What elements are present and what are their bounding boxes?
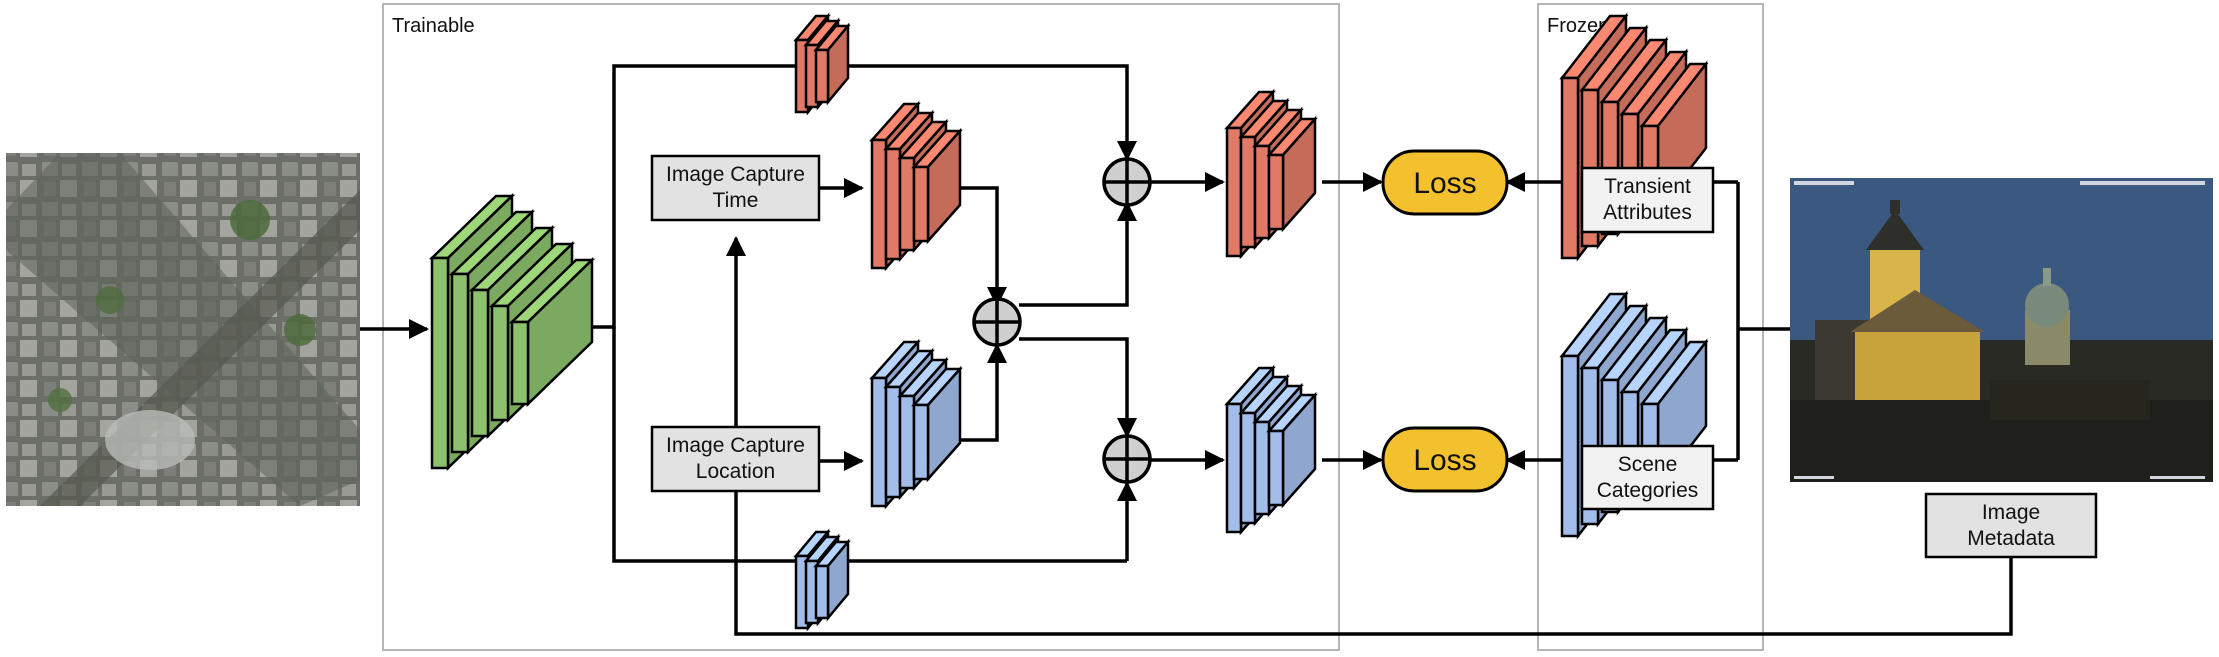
metadata-line2: Metadata [1967,527,2055,550]
layer-stacks [428,12,1709,632]
metadata-box: Image Metadata [1924,492,2098,559]
sum-node-middle [972,297,1022,347]
loss-node-top: Loss [1381,149,1509,216]
capture-time-box: Image Capture Time [650,154,821,222]
trainable-label: Trainable [392,15,475,37]
transient-line2: Attributes [1603,201,1692,224]
blue-stack-bottom-small [793,528,851,632]
metadata-line1: Image [1982,501,2040,524]
capture-time-line2: Time [713,189,759,212]
loss-label-bottom: Loss [1413,444,1476,477]
blue-stack-location [869,338,963,510]
capture-location-line1: Image Capture [666,434,805,457]
blue-stack-output [1224,364,1318,536]
encoder-stack-green [428,193,596,471]
scene-line1: Scene [1618,453,1678,476]
sum-node-bottom [1102,434,1152,484]
connectors [360,64,2013,636]
red-stack-top-small [793,12,851,116]
loss-node-bottom: Loss [1381,426,1509,493]
transient-attributes-box: Transient Attributes [1580,166,1715,234]
ground-image [1790,178,2213,482]
scene-categories-box: Scene Categories [1580,444,1715,511]
capture-time-line1: Image Capture [666,163,805,186]
scene-line2: Categories [1597,479,1699,502]
transient-line1: Transient [1604,175,1691,198]
frozen-region [1537,3,1764,651]
sum-node-top [1102,157,1152,207]
capture-location-box: Image Capture Location [650,425,821,493]
loss-label-top: Loss [1413,167,1476,200]
red-stack-time [869,100,963,272]
trainable-region [382,3,1340,651]
capture-location-line2: Location [696,460,775,483]
frozen-label: Frozen [1547,15,1609,37]
aerial-image [6,153,360,506]
red-stack-output [1224,88,1318,260]
